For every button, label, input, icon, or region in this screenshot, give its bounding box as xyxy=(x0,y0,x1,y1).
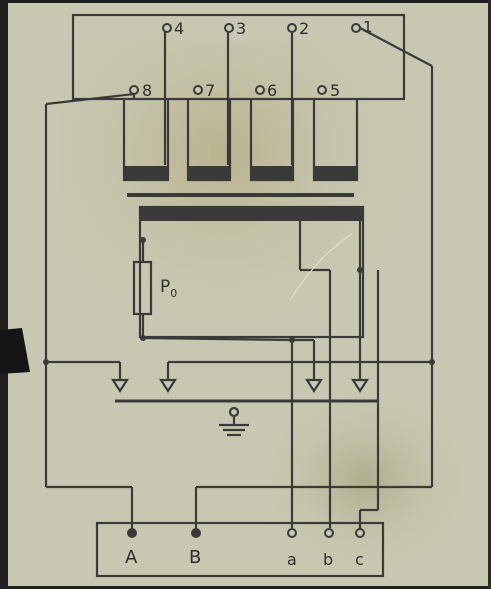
resistor-label-subscript: 0 xyxy=(170,287,177,300)
terminal-label-7: 7 xyxy=(205,81,215,100)
terminal-post-b xyxy=(324,528,334,538)
terminal-label-a: a xyxy=(287,550,297,569)
terminal-post-c xyxy=(355,528,365,538)
arrow-terminal xyxy=(110,378,130,394)
terminal-post-7 xyxy=(193,85,203,95)
terminal-label-3: 3 xyxy=(236,19,246,38)
plate-stain xyxy=(250,380,480,580)
terminal-post-A xyxy=(127,528,137,538)
terminal-label-c: c xyxy=(355,550,364,569)
terminal-label-B: B xyxy=(189,547,201,568)
terminal-post-a xyxy=(287,528,297,538)
inner-box-bar xyxy=(140,207,363,221)
ground-icon xyxy=(219,406,249,437)
top-terminal-block xyxy=(71,13,406,101)
terminal-label-8: 8 xyxy=(142,81,152,100)
cup-fill-5 xyxy=(314,166,357,180)
cup-fill-8 xyxy=(124,166,168,180)
bottom-terminal-block xyxy=(95,521,385,578)
scratch-mark xyxy=(289,233,353,301)
terminal-label-b: b xyxy=(323,550,333,569)
terminal-post-4 xyxy=(162,23,172,33)
plate-stain xyxy=(60,40,420,360)
terminal-label-6: 6 xyxy=(267,81,277,100)
terminal-post-6 xyxy=(255,85,265,95)
terminal-post-5 xyxy=(317,85,327,95)
terminal-label-5: 5 xyxy=(330,81,340,100)
terminal-post-8 xyxy=(129,85,139,95)
arrow-terminal xyxy=(158,378,178,394)
resistor-label: P0 xyxy=(160,277,177,300)
terminal-post-1 xyxy=(351,23,361,33)
terminal-post-3 xyxy=(224,23,234,33)
terminal-post-B xyxy=(191,528,201,538)
resistor-label-main: P xyxy=(160,277,170,297)
terminal-label-2: 2 xyxy=(299,19,309,38)
arrow-terminal xyxy=(350,378,370,394)
arrow-terminal xyxy=(304,378,324,394)
terminal-label-4: 4 xyxy=(174,19,184,38)
plate-edge-right xyxy=(488,0,491,589)
cup-fill-7 xyxy=(188,166,230,180)
terminal-label-A: A xyxy=(125,547,138,568)
terminal-post-2 xyxy=(287,23,297,33)
cup-fill-6 xyxy=(251,166,293,180)
terminal-label-1: 1 xyxy=(363,18,373,36)
separator-bar xyxy=(127,193,354,197)
plate-chip xyxy=(0,328,30,374)
plate-edge-left xyxy=(0,0,8,589)
